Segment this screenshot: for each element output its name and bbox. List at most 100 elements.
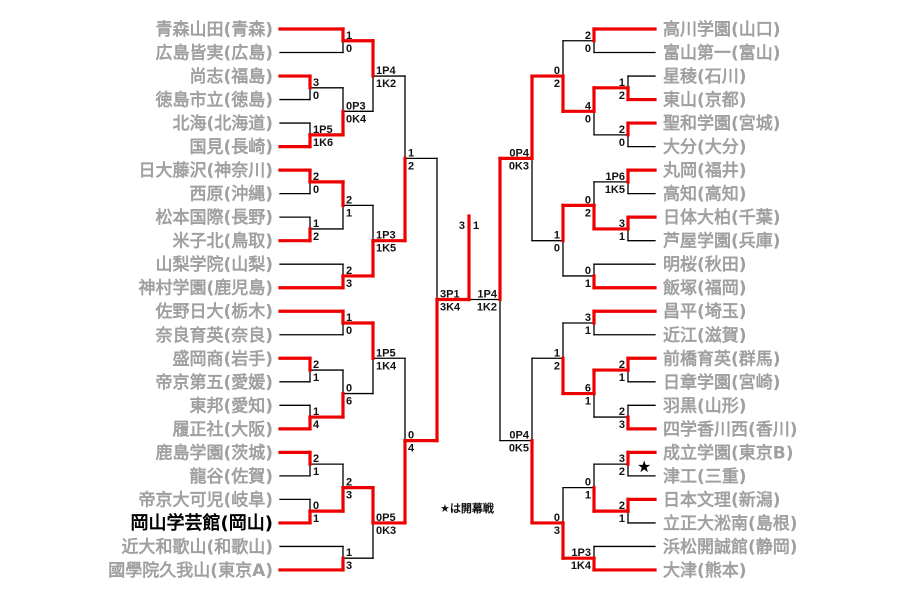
opening-match-star-icon: ★ [637, 457, 651, 476]
team-name: 大分(大分) [663, 137, 747, 158]
match-score-upper: 1P5 [313, 124, 333, 136]
team-name: 盛岡商(岩手) [172, 348, 273, 369]
team-name: 日大藤沢(神奈川) [138, 160, 273, 181]
match-score-upper: 1P3 [571, 547, 591, 559]
match-score-lower: 4 [408, 443, 415, 455]
team-name: 広島皆実(広島) [155, 43, 273, 64]
match-score-lower: 2 [313, 231, 319, 243]
match-score-lower: 0K5 [509, 443, 529, 455]
match-score-upper: 0P4 [509, 430, 529, 442]
match-score-upper: 1 [619, 77, 625, 89]
match-score-upper: 0 [554, 65, 560, 77]
match-score-lower: 0 [313, 90, 319, 102]
match-score-lower: 1 [585, 325, 591, 337]
match-score-upper: 3 [585, 312, 591, 324]
match-score-upper: 2 [313, 453, 319, 465]
team-name: 昌平(埼玉) [663, 301, 747, 322]
match-score-lower: 0K4 [346, 113, 367, 125]
match-score-lower: 3 [619, 419, 625, 431]
match-score-upper: 4 [585, 100, 592, 112]
match-score-lower: 3 [346, 490, 352, 502]
match-score-lower: 1K6 [313, 137, 333, 149]
match-score-lower: 0 [585, 113, 591, 125]
match-score-lower: 1 [619, 513, 625, 525]
match-score-upper: 1 [346, 30, 352, 42]
match-score-lower: 2 [554, 78, 560, 90]
team-name: 津工(三重) [663, 466, 747, 487]
match-score-upper: 0 [554, 512, 560, 524]
team-name: 佐野日大(栃木) [154, 301, 273, 322]
match-score-lower: 0 [346, 325, 352, 337]
match-score-lower: 1K2 [376, 78, 396, 90]
match-score-lower: 2 [619, 90, 625, 102]
match-score-upper: 0P3 [346, 100, 366, 112]
match-score-upper: 3 [619, 453, 625, 465]
team-name: 高川学園(山口) [663, 19, 781, 40]
match-score-upper: 0 [585, 265, 591, 277]
match-score-lower: 0 [313, 184, 319, 196]
team-name: 米子北(鳥取) [172, 231, 273, 252]
team-name: 芦屋学園(兵庫) [663, 231, 781, 252]
match-score-upper: 1 [408, 147, 414, 159]
team-name: 松本国際(長野) [155, 207, 273, 228]
team-name: 日本文理(新潟) [663, 489, 781, 510]
match-score-lower: 2 [554, 360, 560, 372]
team-name: 飯塚(福岡) [662, 278, 747, 299]
match-score-upper: 1 [554, 230, 560, 242]
match-score-lower: 0 [619, 137, 625, 149]
team-name: 日体大柏(千葉) [663, 207, 781, 228]
team-name: 東山(京都) [663, 90, 747, 111]
match-score-lower: 0 [554, 243, 560, 255]
match-score-upper: 3 [619, 218, 625, 230]
match-score-lower: 1K4 [571, 560, 592, 572]
match-score-upper: 2 [585, 30, 591, 42]
match-score-upper: 0P5 [376, 512, 396, 524]
match-score-upper: 2 [346, 477, 352, 489]
match-score-lower: 1 [346, 207, 352, 219]
match-score-upper: 1P6 [605, 171, 625, 183]
match-score-upper: 0P4 [509, 147, 529, 159]
match-score-lower: 1 [313, 513, 319, 525]
winner-path-lines [278, 27, 657, 572]
final-score-left: 3 [459, 220, 465, 232]
team-name: 近大和歌山(和歌山) [121, 536, 273, 557]
match-score-upper: 0 [346, 383, 352, 395]
team-name: 立正大淞南(島根) [663, 513, 798, 534]
match-score-lower: 2 [585, 207, 591, 219]
match-score-upper: 2 [619, 124, 625, 136]
team-name: 徳島市立(徳島) [154, 90, 273, 111]
bracket-labels: 青森山田(青森)広島皆実(広島)尚志(福島)徳島市立(徳島)北海(北海道)国見(… [108, 19, 797, 581]
team-name: 成立学園(東京B) [663, 442, 794, 463]
match-score-lower: 1K4 [376, 360, 397, 372]
match-score-upper: 3 [313, 77, 319, 89]
match-score-lower: 3 [554, 525, 560, 537]
team-name: 星稜(石川) [663, 66, 747, 87]
match-score-lower: 1 [619, 372, 625, 384]
team-name: 奈良育英(奈良) [154, 325, 273, 346]
match-score-upper: 1 [313, 406, 319, 418]
team-name: 富山第一(富山) [663, 43, 781, 64]
match-score-upper: 2 [346, 194, 352, 206]
team-name: 浜松開誠館(静岡) [663, 536, 798, 557]
match-score-upper: 1P4 [477, 288, 497, 300]
team-name: 帝京大可児(岐阜) [138, 489, 273, 510]
opening-match-note: ★は開幕戦 [440, 501, 495, 515]
match-score-lower: 2 [619, 466, 625, 478]
match-score-lower: 1 [313, 466, 319, 478]
team-name: 北海(北海道) [172, 113, 273, 134]
team-name: 履正社(大阪) [172, 419, 273, 440]
team-name: 青森山田(青森) [155, 19, 273, 40]
match-score-upper: 6 [585, 383, 591, 395]
match-score-lower: 1K2 [477, 301, 497, 313]
match-score-lower: 6 [346, 396, 352, 408]
team-name: 明桜(秋田) [663, 254, 747, 275]
team-name: 岡山学芸館(岡山) [131, 512, 273, 534]
match-score-lower: 0K3 [509, 160, 529, 172]
bracket-lines [279, 40, 656, 559]
match-score-upper: 1P5 [376, 347, 396, 359]
match-score-lower: 2 [408, 160, 414, 172]
match-score-lower: 0 [346, 43, 352, 55]
match-score-lower: 4 [313, 419, 320, 431]
match-score-lower: 1K5 [605, 184, 625, 196]
team-name: 帝京第五(愛媛) [155, 372, 273, 393]
